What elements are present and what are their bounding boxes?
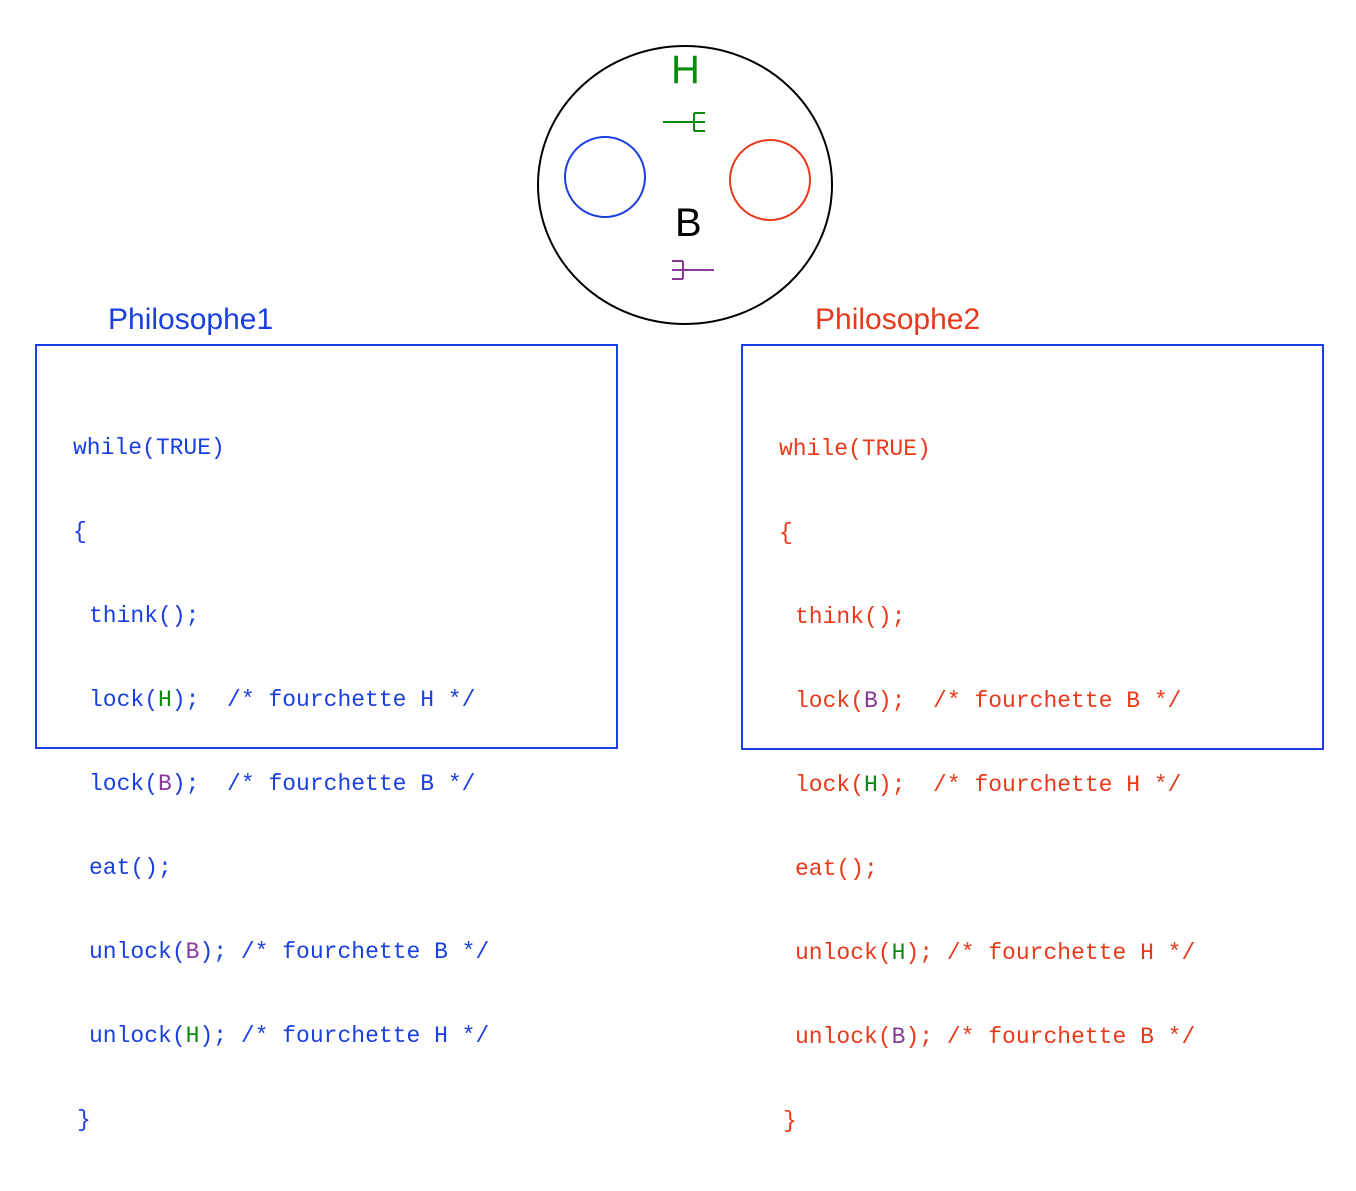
philosopher2-plate <box>729 139 811 221</box>
code-think: think(); <box>795 604 906 630</box>
philosophe1-title: Philosophe1 <box>108 303 274 336</box>
fork-ref: H <box>185 1023 200 1049</box>
code-pre: lock( <box>795 688 865 714</box>
fork-ref: H <box>891 940 906 966</box>
code-line-eat: eat(); <box>779 855 1195 883</box>
code-line-think: think(); <box>779 603 1195 631</box>
code-line-close-brace: } <box>779 1107 1195 1135</box>
fork-b-label: B <box>675 201 702 245</box>
code-line-while: while(TRUE) <box>73 435 225 461</box>
code-close: } <box>783 1108 797 1134</box>
philosophe2-code: while(TRUE) { think(); lock(B); /* fourc… <box>779 379 1195 1191</box>
philosopher1-plate <box>564 136 646 218</box>
code-line-unlock-first: unlock(B); /* fourchette B */ <box>73 938 489 966</box>
code-pre: unlock( <box>89 939 186 965</box>
code-pre: lock( <box>89 771 159 797</box>
code-eat: eat(); <box>795 856 878 882</box>
code-pre: lock( <box>89 687 159 713</box>
philosophe1-code-box: while(TRUE) { think(); lock(H); /* fourc… <box>35 344 618 1133</box>
code-eat: eat(); <box>89 855 172 881</box>
fork-b-icon <box>672 260 714 280</box>
fork-ref: H <box>158 687 172 713</box>
code-pre: lock( <box>795 772 865 798</box>
code-line-unlock-second: unlock(H); /* fourchette H */ <box>73 1022 489 1050</box>
code-pre: unlock( <box>795 940 892 966</box>
fork-ref: B <box>185 939 200 965</box>
code-post: ); /* fourchette B */ <box>905 1024 1196 1050</box>
code-line-open-brace: { <box>779 520 793 546</box>
code-line-while: while(TRUE) <box>779 436 931 462</box>
fork-ref: B <box>158 771 172 797</box>
fork-h-icon <box>663 112 705 132</box>
code-pre: unlock( <box>89 1023 186 1049</box>
fork-ref: B <box>891 1024 906 1050</box>
dining-table <box>537 45 833 325</box>
code-line-lock-first: lock(B); /* fourchette B */ <box>779 687 1195 715</box>
code-post: ); /* fourchette B */ <box>199 939 490 965</box>
code-post: ); /* fourchette H */ <box>199 1023 490 1049</box>
philosophe2-code-box: while(TRUE) { think(); lock(B); /* fourc… <box>741 344 1324 1134</box>
code-line-close-brace: } <box>73 1106 489 1134</box>
code-line-lock-second: lock(B); /* fourchette B */ <box>73 770 489 798</box>
code-line-lock-second: lock(H); /* fourchette H */ <box>779 771 1195 799</box>
philosophe2-title: Philosophe2 <box>815 303 981 336</box>
code-line-unlock-first: unlock(H); /* fourchette H */ <box>779 939 1195 967</box>
fork-h-label: H <box>671 48 700 92</box>
code-post: ); /* fourchette B */ <box>877 688 1182 714</box>
code-post: ); /* fourchette H */ <box>171 687 476 713</box>
code-post: ); /* fourchette H */ <box>905 940 1196 966</box>
code-line-think: think(); <box>73 602 489 630</box>
code-line-open-brace: { <box>73 519 87 545</box>
code-line-eat: eat(); <box>73 854 489 882</box>
code-pre: unlock( <box>795 1024 892 1050</box>
code-line-unlock-second: unlock(B); /* fourchette B */ <box>779 1023 1195 1051</box>
philosophe1-code: while(TRUE) { think(); lock(H); /* fourc… <box>73 378 489 1190</box>
code-line-lock-first: lock(H); /* fourchette H */ <box>73 686 489 714</box>
code-post: ); /* fourchette B */ <box>171 771 476 797</box>
code-post: ); /* fourchette H */ <box>877 772 1182 798</box>
fork-ref: H <box>864 772 878 798</box>
code-close: } <box>77 1107 91 1133</box>
code-think: think(); <box>89 603 200 629</box>
dining-table-diagram <box>537 45 833 325</box>
fork-ref: B <box>864 688 878 714</box>
